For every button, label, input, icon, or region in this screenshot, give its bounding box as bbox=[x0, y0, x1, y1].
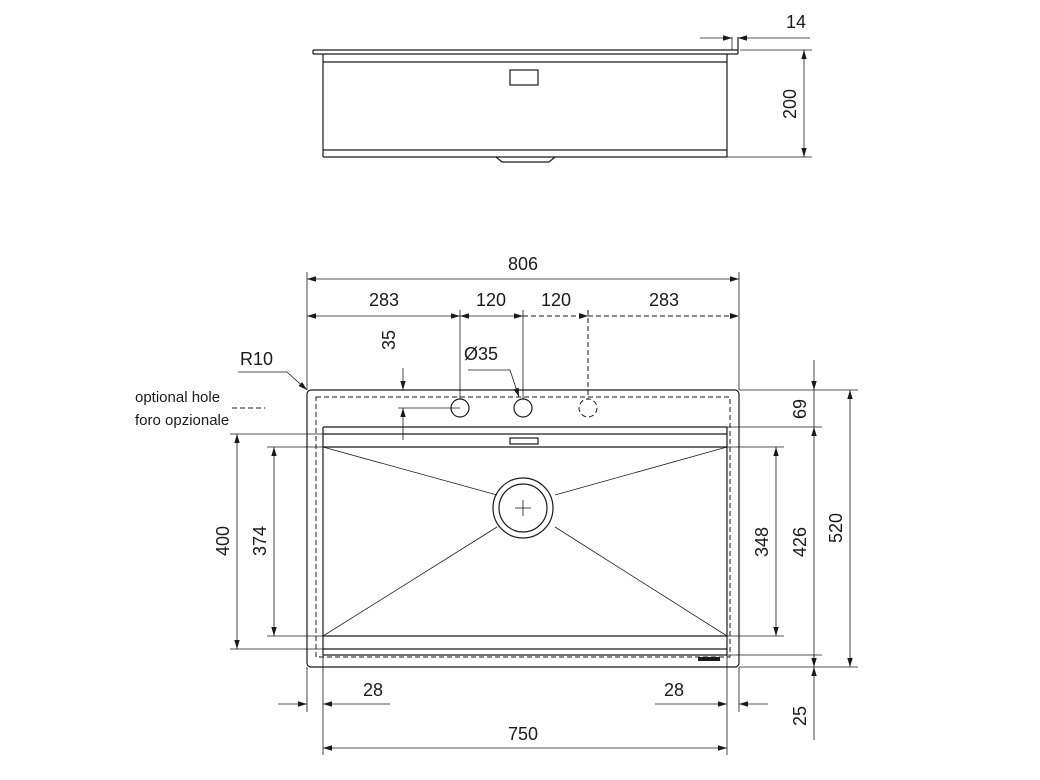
dim-bowl-inner-depth-right: 348 bbox=[727, 446, 784, 637]
cutout-outline bbox=[315, 396, 731, 658]
svg-text:426: 426 bbox=[790, 527, 810, 557]
dim-back-margin: 25 bbox=[790, 655, 817, 740]
svg-text:400: 400 bbox=[213, 526, 233, 556]
svg-text:14: 14 bbox=[786, 12, 806, 32]
dim-corner-radius: R10 bbox=[238, 349, 308, 391]
dim-bowl-outer-depth-left: 400 bbox=[213, 433, 323, 650]
dim-overall-width: 806 bbox=[306, 254, 740, 390]
svg-text:750: 750 bbox=[508, 724, 538, 744]
drain-inner bbox=[498, 483, 548, 533]
svg-text:120: 120 bbox=[541, 290, 571, 310]
svg-text:R10: R10 bbox=[240, 349, 273, 369]
svg-text:35: 35 bbox=[379, 330, 399, 350]
svg-text:28: 28 bbox=[664, 680, 684, 700]
optional-hole bbox=[578, 398, 598, 418]
dim-bowl-width: 750 bbox=[323, 724, 727, 751]
svg-text:foro opzionale: foro opzionale bbox=[135, 412, 229, 429]
svg-text:520: 520 bbox=[826, 513, 846, 543]
svg-text:374: 374 bbox=[250, 526, 270, 556]
dim-hole-spacing: 283 120 120 283 bbox=[307, 290, 739, 399]
svg-text:optional hole: optional hole bbox=[135, 389, 220, 406]
sink-outline bbox=[306, 389, 740, 668]
dim-front-margin: 69 bbox=[727, 360, 858, 428]
svg-text:283: 283 bbox=[369, 290, 399, 310]
svg-text:120: 120 bbox=[476, 290, 506, 310]
dim-lip-thickness: 14 bbox=[700, 12, 810, 50]
top-view bbox=[306, 389, 740, 668]
dim-overall-depth: 520 bbox=[739, 390, 858, 668]
dim-side-margins: 28 28 bbox=[278, 655, 768, 755]
dim-depth: 200 bbox=[727, 49, 812, 158]
overflow-slot-top bbox=[509, 437, 539, 445]
svg-text:348: 348 bbox=[752, 527, 772, 557]
dim-hole-row-offset: 35 bbox=[379, 330, 460, 440]
svg-text:28: 28 bbox=[363, 680, 383, 700]
svg-text:Ø35: Ø35 bbox=[464, 344, 498, 364]
dim-bowl-outer-depth: 426 bbox=[727, 427, 822, 667]
svg-text:25: 25 bbox=[790, 706, 810, 726]
side-view bbox=[312, 37, 739, 163]
drain-outer bbox=[492, 477, 554, 539]
brand-mark bbox=[698, 657, 720, 661]
dim-hole-diameter: Ø35 bbox=[464, 344, 520, 398]
dim-bowl-inner-depth-left: 374 bbox=[250, 446, 323, 637]
optional-hole-note: optional hole foro opzionale bbox=[135, 389, 265, 429]
overflow-slot bbox=[509, 69, 539, 86]
svg-text:806: 806 bbox=[508, 254, 538, 274]
svg-text:200: 200 bbox=[780, 89, 800, 119]
svg-text:283: 283 bbox=[649, 290, 679, 310]
svg-text:69: 69 bbox=[790, 399, 810, 419]
tap-hole-2 bbox=[513, 398, 533, 418]
